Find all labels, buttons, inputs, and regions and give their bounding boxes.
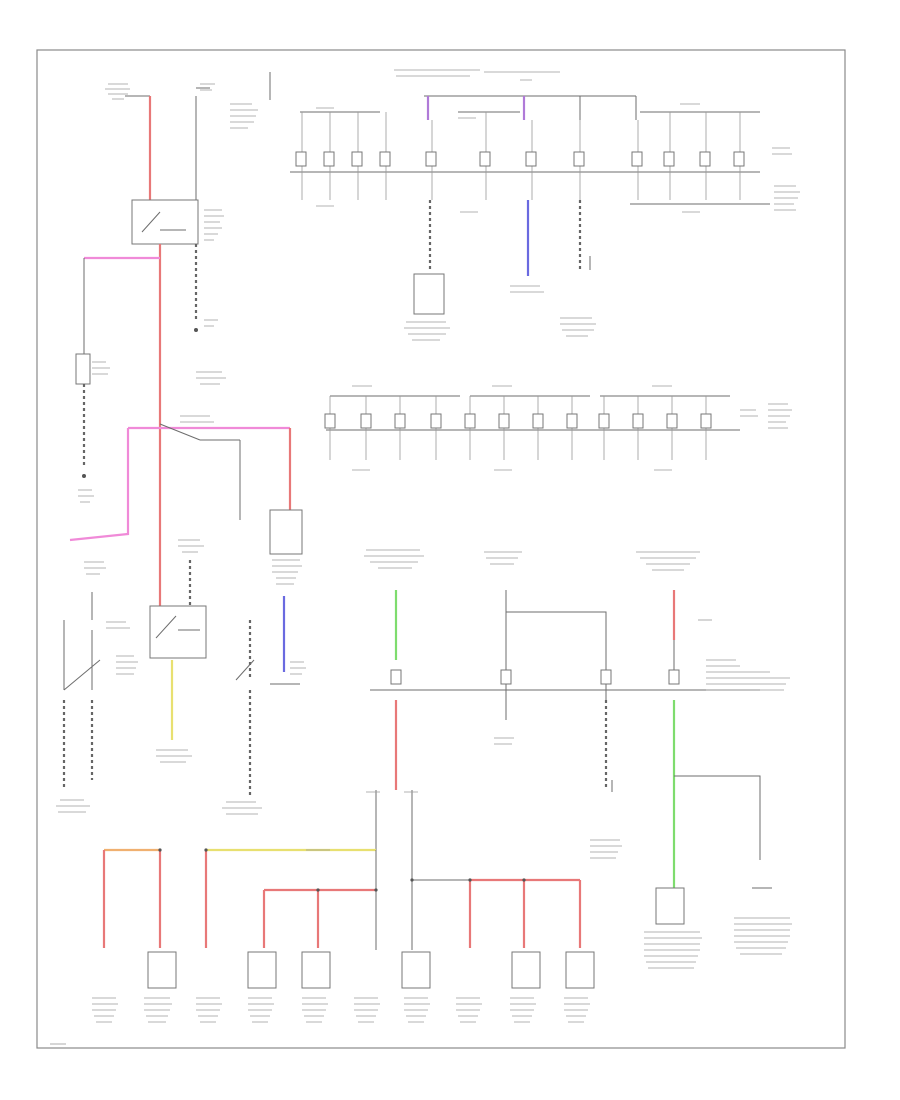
control-module-box: [269, 509, 303, 555]
splice-dots: [158, 848, 526, 892]
bottom-harness: [50, 790, 792, 1045]
main-relay-box: [131, 199, 199, 245]
main-relay-group: [75, 72, 271, 610]
lower-fuse-block: [364, 549, 790, 890]
secondary-relay-group: [56, 539, 262, 815]
diagram-frame: [36, 49, 846, 1049]
upper-fuse-block: [290, 69, 800, 341]
bottom-connectors: [147, 887, 685, 989]
pink-harness: [69, 415, 306, 685]
middle-fuse-block: [324, 385, 792, 471]
upper-module-box: [413, 273, 445, 315]
diode-box: [75, 353, 91, 385]
secondary-relay-box: [149, 605, 207, 659]
upper-fuses: [295, 112, 745, 200]
